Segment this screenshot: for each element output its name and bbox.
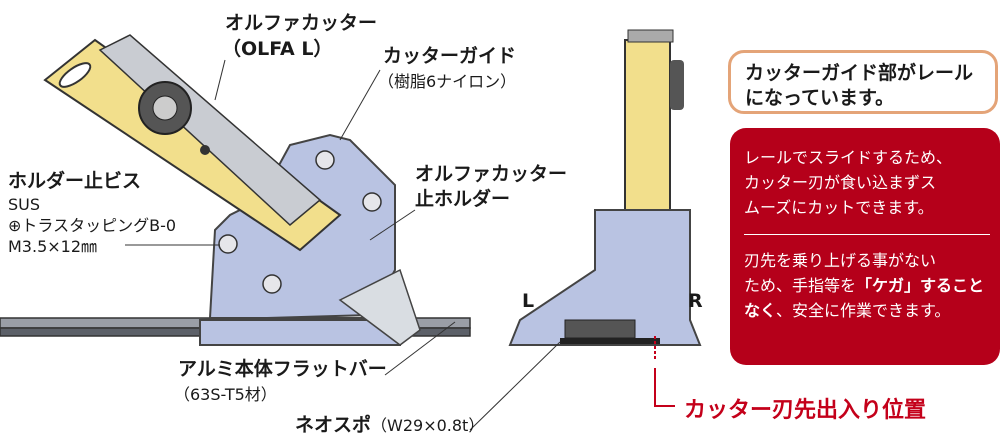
olfa-cutter	[43, 34, 342, 252]
label-cutter-guide: カッターガイド	[383, 45, 517, 67]
leader-lines	[125, 59, 561, 431]
screw-icons	[218, 150, 382, 294]
feature-safety-line2b: 「ケガ」すること	[856, 276, 985, 296]
feature-safety: 刃先を乗り上げる事がない ため、手指等を「ケガ」すること なく、安全に作業できま…	[744, 249, 990, 323]
side-view	[508, 29, 702, 407]
feature-slide-line3: ムーズにカットできます。	[744, 197, 934, 217]
label-screw-size: M3.5×12㎜	[8, 237, 98, 256]
feature-slide-line2: カッター刃が食い込まずス	[744, 172, 937, 192]
neospo-spec: （W29×0.8t）	[371, 416, 485, 435]
label-olfa-cutter: オルファカッター	[225, 12, 378, 34]
blade-position-label: カッター刃先出入り位置	[684, 398, 927, 423]
rail-callout: カッターガイド部がレール になっています。	[728, 50, 998, 114]
label-screw-type: ⊕トラスタッピングB-0	[8, 216, 177, 235]
feature-slide: レールでスライドするため、 カッター刃が食い込まずス ムーズにカットできます。	[744, 146, 990, 220]
label-side-right: R	[688, 290, 703, 312]
callout-line1: カッターガイド部がレール	[745, 62, 974, 84]
label-side-left: L	[522, 290, 535, 312]
label-holder-line2: 止ホルダー	[415, 188, 511, 210]
label-screw-title: ホルダー止ビス	[8, 170, 142, 192]
feature-safety-line2a: ため、手指等を	[744, 276, 857, 296]
cutter-blade	[338, 268, 421, 346]
label-flat-bar: アルミ本体フラットバー	[178, 358, 387, 380]
feature-slide-line1: レールでスライドするため、	[744, 148, 953, 167]
feature-safety-line3a: なく	[744, 300, 777, 320]
features-divider	[744, 234, 990, 236]
feature-safety-line1: 刃先を乗り上げる事がない	[744, 251, 937, 271]
label-holder-line1: オルファカッター	[415, 163, 568, 185]
callout-line2: になっています。	[745, 86, 895, 109]
label-flat-bar-material: （63S-T5材）	[174, 385, 277, 404]
neospo-name: ネオスポ	[295, 414, 372, 436]
label-cutter-guide-material: （樹脂6ナイロン）	[378, 72, 517, 91]
features-box: レールでスライドするため、 カッター刃が食い込まずス ムーズにカットできます。 …	[730, 128, 1000, 365]
label-olfa-cutter-model: （OLFA L）	[222, 38, 333, 60]
label-screw-material: SUS	[8, 195, 41, 214]
label-neospo: ネオスポ（W29×0.8t）	[295, 414, 484, 437]
feature-safety-line3b: 、安全に作業できます。	[776, 300, 951, 320]
